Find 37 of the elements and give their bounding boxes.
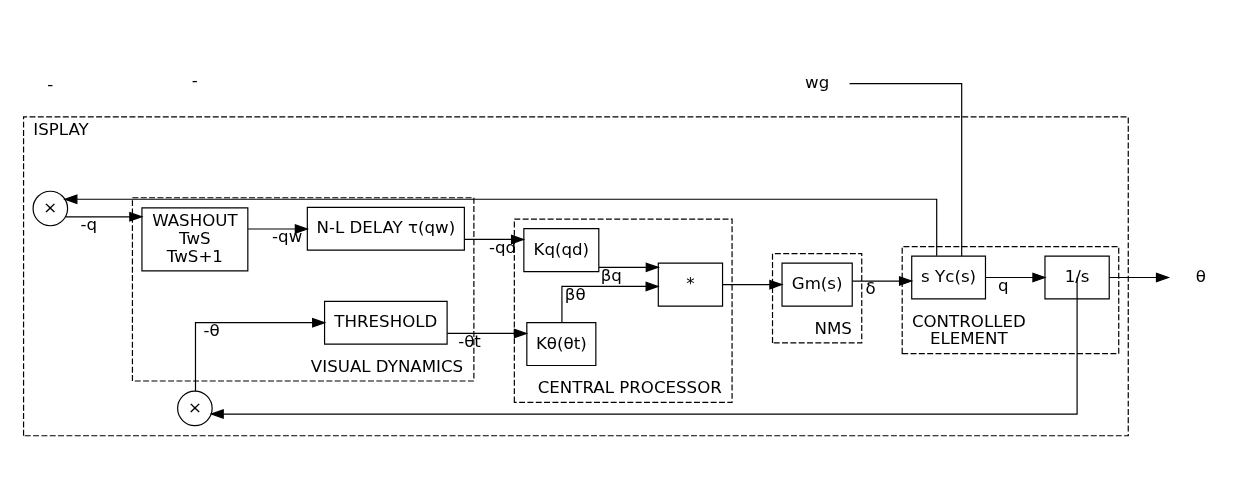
node-box: N-L DELAY τ(qw): [306, 206, 465, 251]
node-box: THRESHOLD: [323, 300, 448, 345]
arrow: [1108, 272, 1171, 282]
arrow: [194, 317, 327, 392]
node-text: θ: [1195, 266, 1206, 286]
arrow: [247, 223, 310, 234]
node-box: Kq(qd): [523, 227, 600, 272]
edge-label: -qw: [272, 226, 303, 246]
node-box: Gm(s): [781, 262, 853, 307]
arrow: [598, 261, 660, 272]
edge-label: -θt: [458, 331, 481, 351]
node-box: *: [657, 262, 724, 307]
arrow: [722, 279, 784, 290]
connector: [849, 82, 963, 257]
edge-label: δ: [865, 278, 876, 298]
arrow: [985, 272, 1047, 282]
arrow: [63, 193, 938, 256]
node-box: Kθ(θt): [526, 321, 597, 366]
node-text: wg: [805, 72, 830, 92]
edge-label: βq: [600, 265, 622, 285]
arrow: [446, 327, 529, 338]
edge-label: βθ: [564, 284, 586, 304]
arrow: [464, 233, 526, 244]
edge-label: q: [998, 275, 1009, 295]
arrow: [851, 275, 914, 286]
arrow: [209, 276, 1078, 419]
label: -: [47, 74, 54, 94]
arrow: [65, 211, 144, 222]
edge-label: -q: [80, 214, 98, 234]
node-box: WASHOUT TwS TwS+1: [141, 206, 249, 272]
arrow: [561, 280, 660, 323]
node-box: 1/s: [1044, 254, 1110, 299]
node-circle: ×: [32, 190, 69, 226]
edge-label: -θ: [203, 320, 220, 340]
node-circle: ×: [177, 390, 213, 426]
label: -: [191, 70, 198, 90]
node-box: s Yc(s): [911, 254, 987, 299]
